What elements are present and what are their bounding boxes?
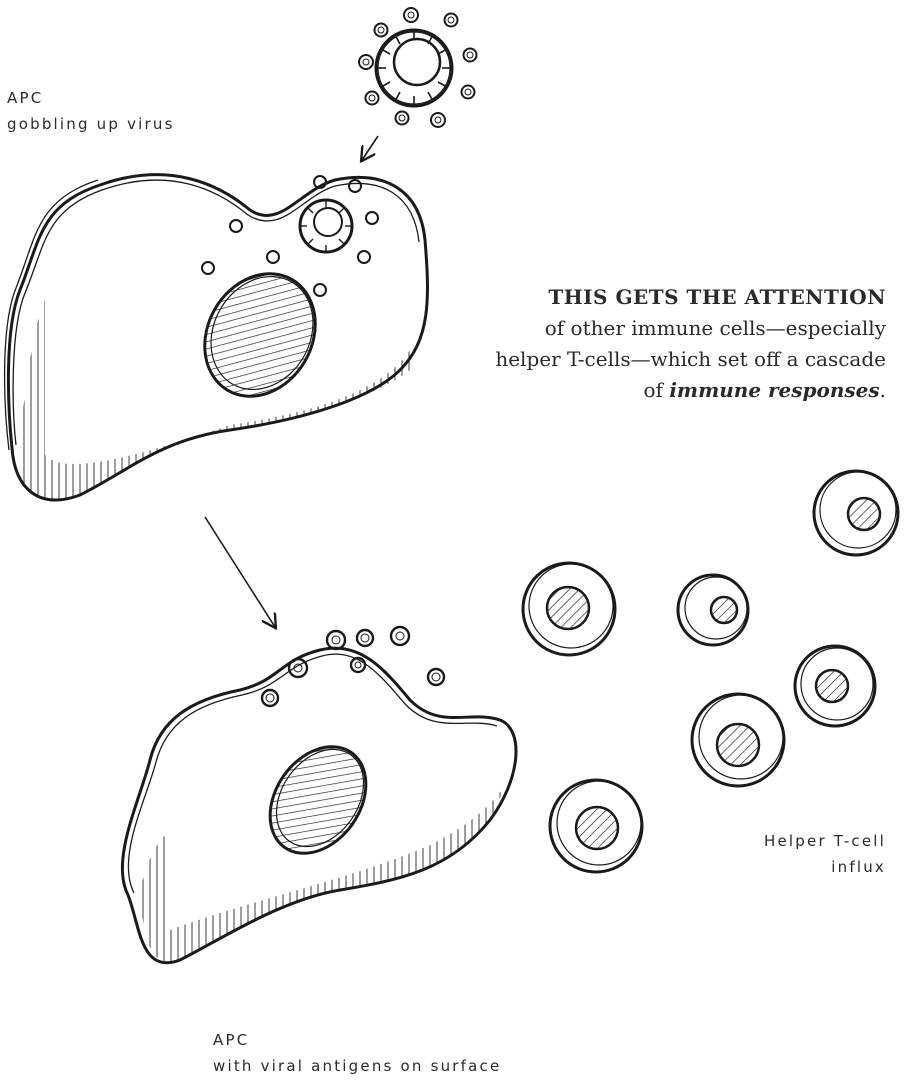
- apc-bottom-label: APC with viral antigens on surface: [213, 1027, 501, 1079]
- callout-lead: THIS GETS THE ATTENTION: [426, 282, 886, 313]
- apc-cell-top: [5, 175, 428, 500]
- apc-cell-bottom: [122, 627, 516, 963]
- helper-t-cells: [523, 471, 898, 872]
- apc-bottom-label-line1: APC: [213, 1027, 501, 1053]
- callout-line4-suffix: .: [880, 378, 886, 402]
- t-cell: [678, 575, 748, 645]
- t-cell: [550, 780, 642, 872]
- attention-callout: THIS GETS THE ATTENTION of other immune …: [426, 282, 886, 406]
- apc-top-label-line2: gobbling up virus: [7, 111, 175, 137]
- t-cell-label: Helper T-cell influx: [764, 828, 886, 880]
- apc-bottom-label-line2: with viral antigens on surface: [213, 1053, 501, 1079]
- callout-emphasis: immune responses: [669, 378, 879, 402]
- arrow-apc-to-apc: [205, 517, 275, 627]
- t-cell-label-line1: Helper T-cell: [764, 828, 886, 854]
- apc-top-label-line1: APC: [7, 85, 175, 111]
- t-cell-label-line2: influx: [764, 854, 886, 880]
- arrow-virus-to-apc: [362, 136, 378, 160]
- virus-particle: [359, 8, 477, 127]
- callout-line3: helper T-cells—which set off a cascade: [495, 347, 886, 371]
- apc-top-label: APC gobbling up virus: [7, 85, 175, 137]
- t-cell: [523, 563, 615, 655]
- callout-line4-prefix: of: [644, 378, 670, 402]
- t-cell: [692, 694, 784, 786]
- t-cell: [814, 471, 898, 555]
- callout-line2: of other immune cells—especially: [545, 316, 886, 340]
- t-cell: [795, 646, 875, 726]
